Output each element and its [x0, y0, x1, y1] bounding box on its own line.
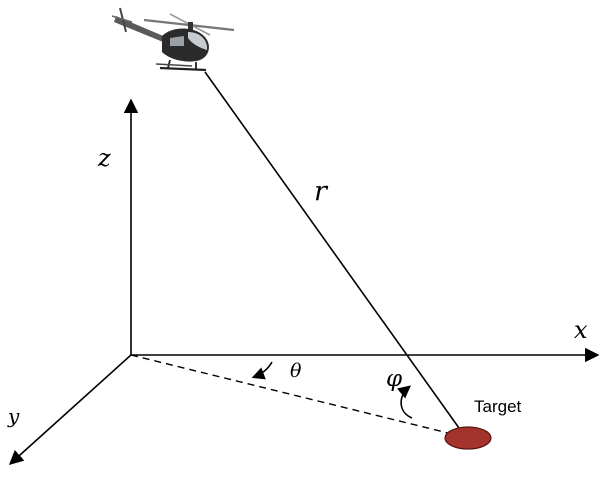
range-line: [204, 71, 465, 436]
x-axis-label: x: [574, 316, 588, 344]
phi-arc: [397, 385, 413, 419]
y-axis-label: y: [8, 404, 20, 428]
target-label: Target: [474, 397, 522, 416]
z-axis-label: z: [98, 144, 111, 172]
theta-label: θ: [290, 360, 302, 382]
range-label: r: [314, 176, 327, 207]
target-marker: [444, 426, 492, 450]
phi-label: φ: [386, 366, 403, 392]
y-axis: [8, 354, 132, 465]
helicopter-icon: [111, 7, 235, 72]
ground-projection-line: [130, 354, 449, 434]
theta-arc: [251, 361, 273, 380]
